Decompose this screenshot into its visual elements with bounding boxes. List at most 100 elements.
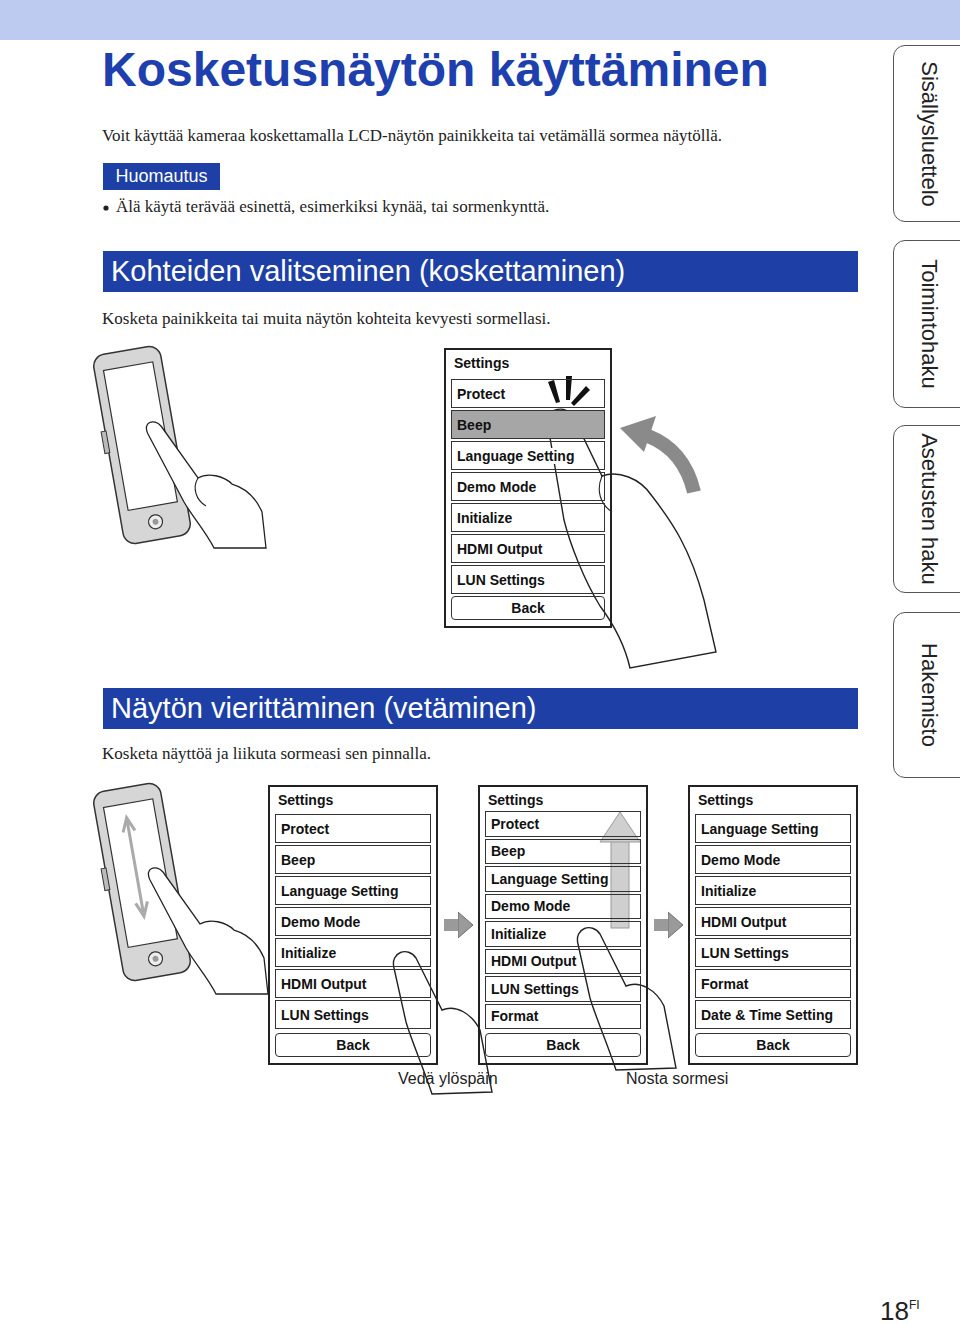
menu-row: LUN Settings — [485, 976, 641, 1002]
menu-row: Initialize — [485, 921, 641, 947]
text-label: Kosketa painikkeita tai muita näytön koh… — [102, 309, 551, 329]
menu-row: Language Setting — [451, 441, 605, 470]
node-text: Format — [491, 1008, 538, 1024]
node-text: Demo Mode — [281, 914, 360, 930]
text-label: Kosketa näyttöä ja liikuta sormeasi sen … — [102, 744, 431, 764]
node-text: Back — [546, 1037, 579, 1053]
side-tab: Hakemisto — [893, 612, 960, 778]
text-label: Vedä ylöspäin — [398, 1070, 498, 1088]
node-text: Protect — [281, 821, 329, 837]
text-label: Älä käytä terävää esinettä, esimerkiksi … — [116, 197, 549, 217]
menu-row: HDMI Output — [695, 907, 851, 936]
side-tab: Sisällysluettelo — [893, 45, 960, 222]
node-text: Asetusten haku — [916, 433, 942, 585]
page-title: Kosketusnäytön käyttäminen — [102, 42, 769, 97]
node-text: Settings — [454, 355, 509, 371]
node-text: Language Setting — [281, 883, 398, 899]
back-button: Back — [451, 596, 605, 620]
node-text: Initialize — [701, 883, 756, 899]
tap-mark — [571, 386, 590, 406]
node-text: LUN Settings — [701, 945, 789, 961]
note-tag: Huomautus — [103, 163, 220, 190]
menu-row: Demo Mode — [275, 907, 431, 936]
node-text: Protect — [457, 386, 505, 402]
menu-row: Language Setting — [695, 814, 851, 843]
menu-row: HDMI Output — [275, 969, 431, 998]
menu-row: HDMI Output — [485, 949, 641, 975]
menu-row: LUN Settings — [275, 1000, 431, 1029]
menu-row: Protect — [451, 379, 605, 408]
menu-row: Initialize — [695, 876, 851, 905]
flow-arrow — [654, 919, 668, 931]
menu-row: Language Setting — [485, 866, 641, 892]
menu-row: Format — [485, 1004, 641, 1030]
back-button: Back — [275, 1033, 431, 1057]
node-text: Settings — [698, 792, 753, 808]
node-text: Initialize — [281, 945, 336, 961]
node-text: HDMI Output — [281, 976, 367, 992]
node-text: Huomautus — [115, 166, 207, 187]
top-bar — [0, 0, 960, 40]
menu-screen: ProtectBeepLanguage SettingDemo ModeInit… — [268, 785, 438, 1065]
menu-row: Initialize — [275, 938, 431, 967]
node-text: Back — [336, 1037, 369, 1053]
node-text: Näytön vierittäminen (vetäminen) — [111, 692, 537, 725]
node-text: Demo Mode — [701, 852, 780, 868]
menu-row: Date & Time Setting — [695, 1000, 851, 1029]
node-text: Beep — [281, 852, 315, 868]
node-text: LUN Settings — [281, 1007, 369, 1023]
motion-arrow — [648, 436, 694, 492]
node-text: Settings — [488, 792, 543, 808]
camera-device — [88, 782, 192, 984]
text-label: Voit käyttää kameraa koskettamalla LCD-n… — [102, 126, 722, 146]
text-label: FI — [909, 1298, 920, 1312]
menu-row: Demo Mode — [451, 472, 605, 501]
menu-row: LUN Settings — [695, 938, 851, 967]
node-text: Date & Time Setting — [701, 1007, 833, 1023]
menu-row: Protect — [275, 814, 431, 843]
node-text: Settings — [278, 792, 333, 808]
node-text: Back — [756, 1037, 789, 1053]
node-text: Protect — [491, 816, 539, 832]
node-text: LUN Settings — [491, 981, 579, 997]
node-text: Sisällysluettelo — [916, 61, 942, 207]
node-text: HDMI Output — [491, 953, 577, 969]
node-text: Back — [511, 600, 544, 616]
node-text: Language Setting — [701, 821, 818, 837]
scroll-arrow — [611, 840, 629, 928]
section-band: Näytön vierittäminen (vetäminen) — [103, 688, 858, 729]
node-text: Beep — [491, 843, 525, 859]
text-label: 18 — [880, 1296, 909, 1326]
camera-device — [88, 345, 192, 547]
side-tab: Asetusten haku — [893, 425, 960, 593]
node-text: Hakemisto — [916, 643, 942, 747]
menu-row: Beep — [275, 845, 431, 874]
flow-arrow — [444, 919, 458, 931]
back-button: Back — [485, 1033, 641, 1057]
hand — [146, 422, 266, 548]
node-text: Initialize — [457, 510, 512, 526]
menu-row: Language Setting — [275, 876, 431, 905]
node-text: LUN Settings — [457, 572, 545, 588]
side-tab: Toimintohaku — [893, 240, 960, 408]
menu-row: Demo Mode — [695, 845, 851, 874]
section-band: Kohteiden valitseminen (koskettaminen) — [103, 251, 858, 292]
menu-screen: Language SettingDemo ModeInitializeHDMI … — [688, 785, 858, 1065]
node-text: Demo Mode — [457, 479, 536, 495]
menu-screen: ProtectBeepLanguage SettingDemo ModeInit… — [478, 785, 648, 1065]
menu-row: Initialize — [451, 503, 605, 532]
bullet-dot — [103, 205, 108, 210]
text-label: Nosta sormesi — [626, 1070, 728, 1088]
node-text: Demo Mode — [491, 898, 570, 914]
menu-row: Beep — [451, 410, 605, 439]
menu-row: HDMI Output — [451, 534, 605, 563]
node-text: Language Setting — [491, 871, 608, 887]
node-text: HDMI Output — [701, 914, 787, 930]
menu-row: Beep — [485, 839, 641, 865]
node-text: Language Setting — [457, 448, 574, 464]
menu-row: Protect — [485, 811, 641, 837]
node-text: Toimintohaku — [916, 259, 942, 389]
menu-row: Demo Mode — [485, 894, 641, 920]
menu-row: LUN Settings — [451, 565, 605, 594]
motion-arrow-head — [620, 416, 656, 452]
